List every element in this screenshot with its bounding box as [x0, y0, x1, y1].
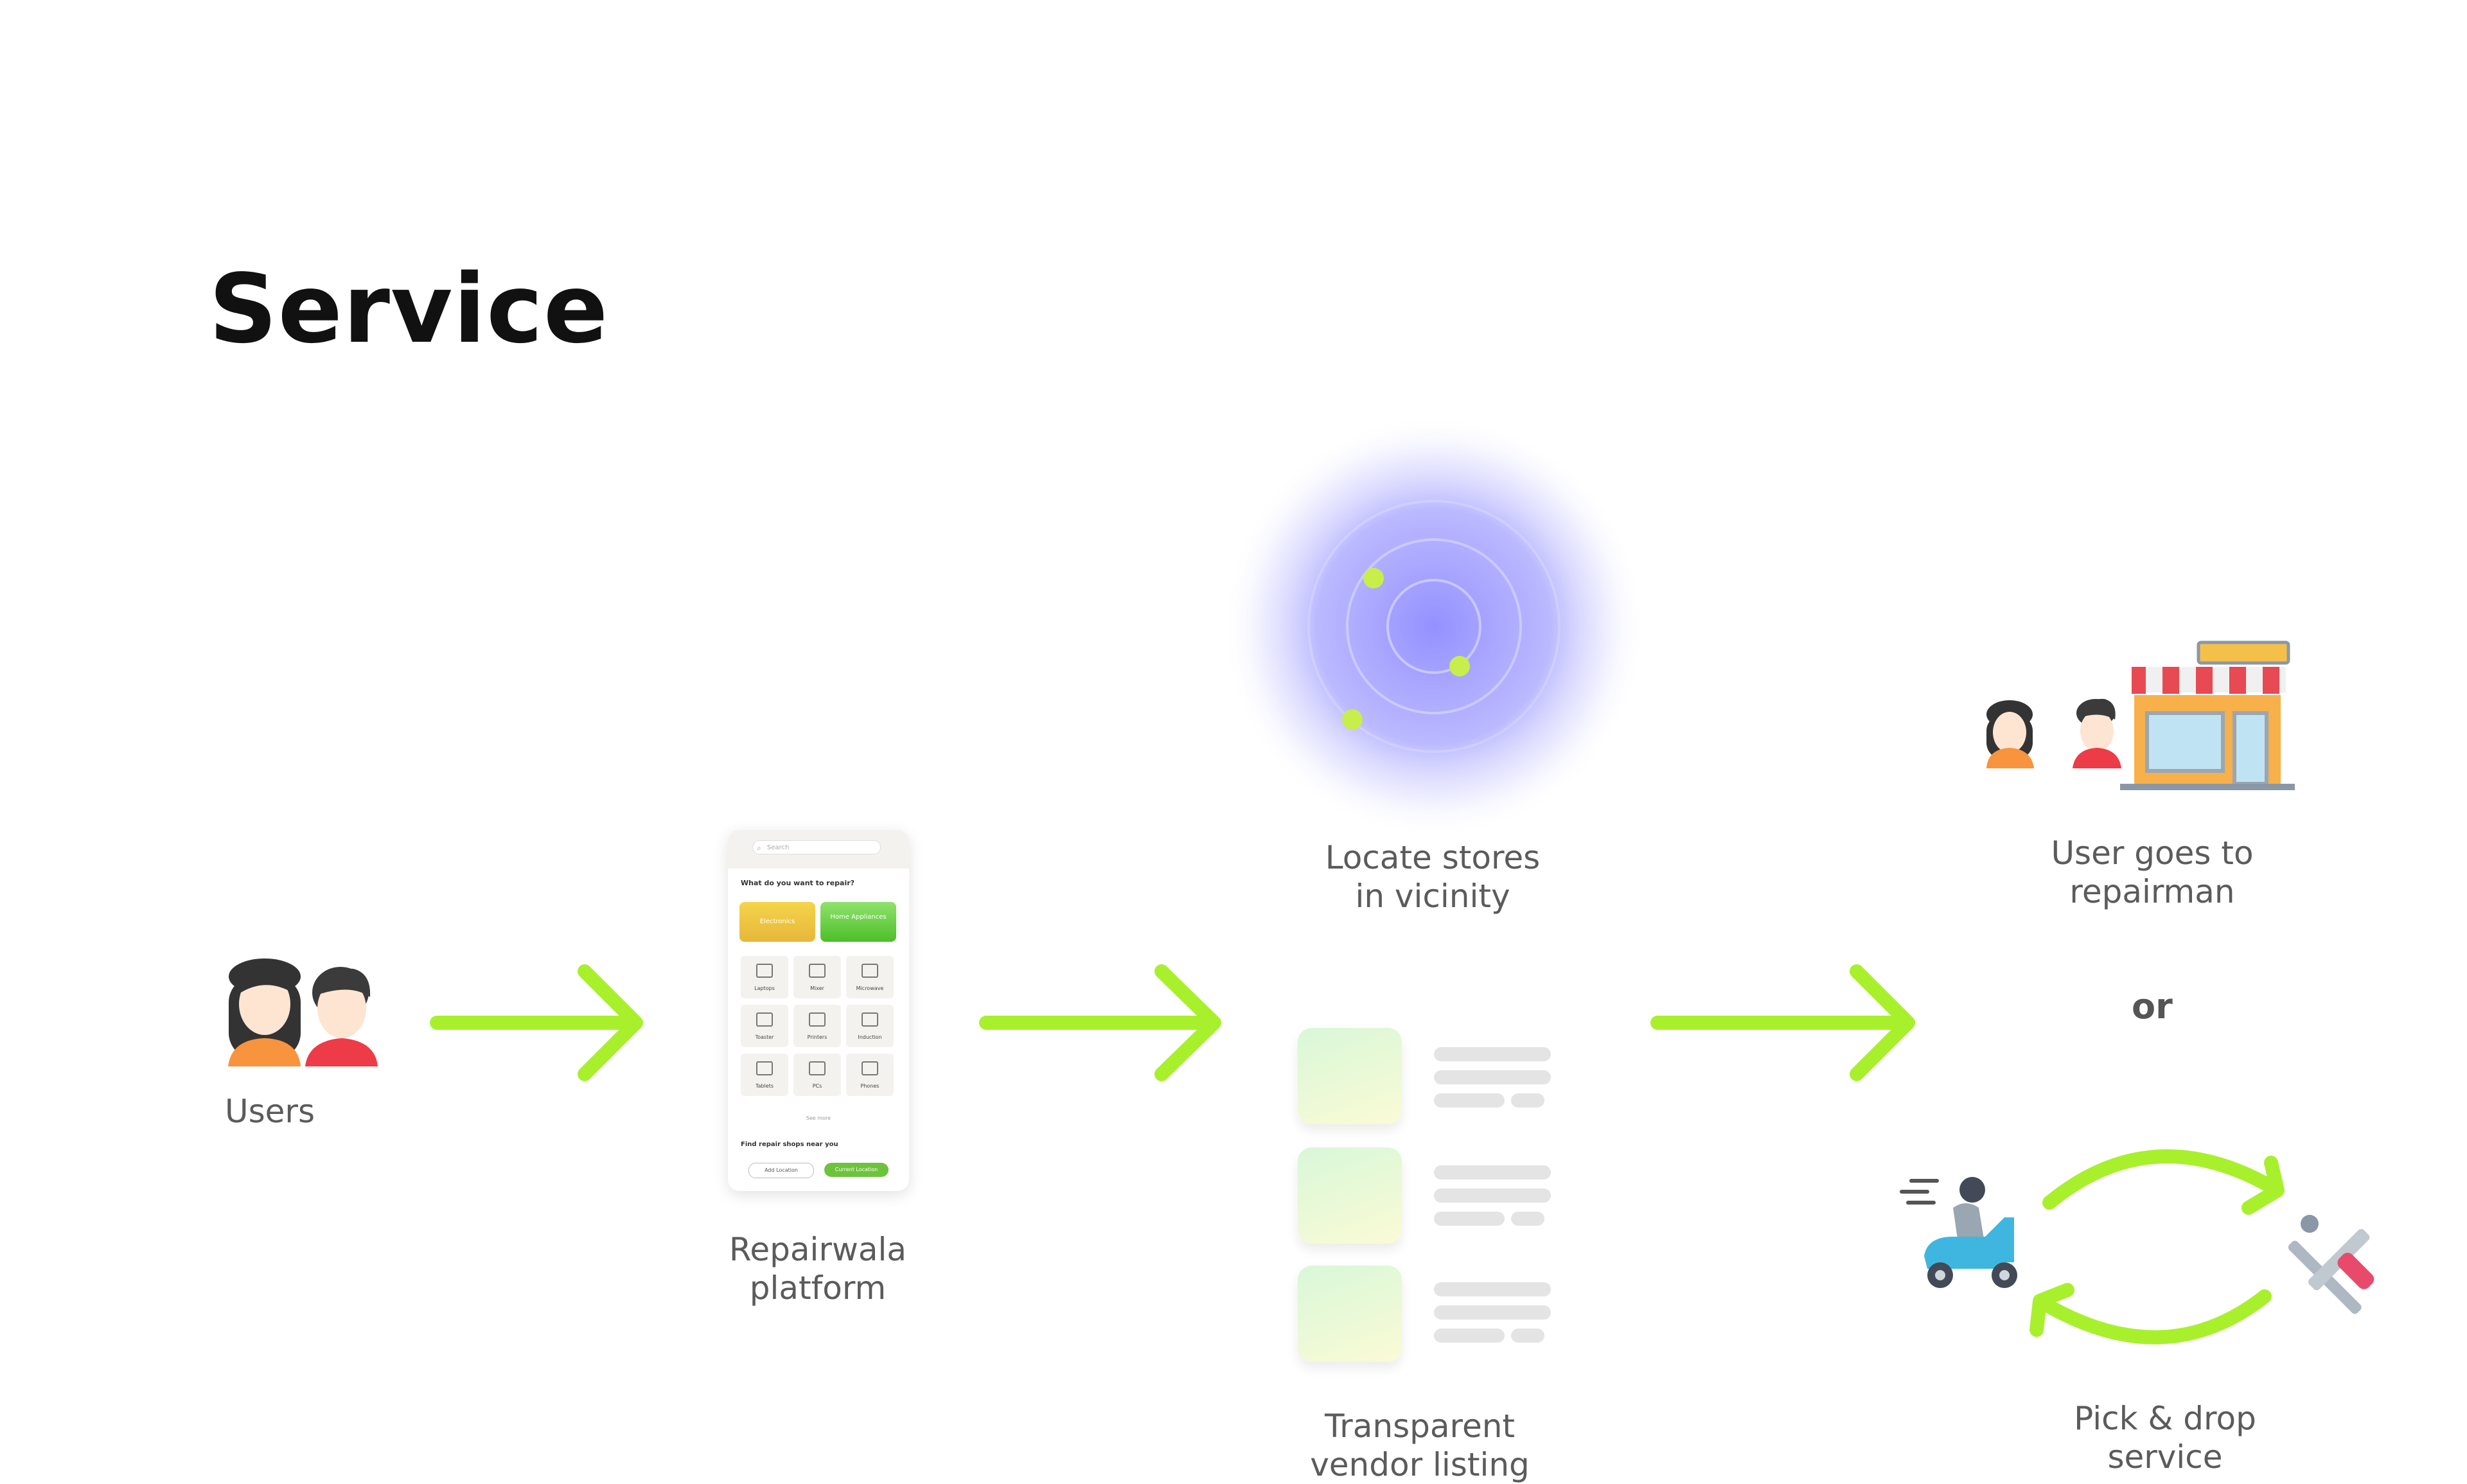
phone-header: Search: [728, 830, 909, 869]
vendor-line: [1434, 1047, 1551, 1061]
repairwala-phone-mockup: Search What do you want to repair? Elect…: [728, 830, 909, 1191]
current-location-button[interactable]: Current Location: [824, 1163, 889, 1177]
tools-icon: [2288, 1215, 2374, 1314]
grid-item[interactable]: Mixer: [793, 956, 841, 998]
grid-item[interactable]: Phones: [846, 1054, 894, 1096]
add-location-button[interactable]: Add Location: [748, 1163, 814, 1178]
platform-label: Repairwala platform: [729, 1231, 907, 1307]
vendor-line: [1434, 1305, 1551, 1320]
goes-label: User goes to repairman: [2051, 835, 2254, 910]
radar-graphic: [1222, 414, 1646, 838]
vendor-line: [1434, 1329, 1505, 1343]
grid-item[interactable]: Toaster: [741, 1005, 788, 1047]
store-dot: [1342, 709, 1363, 730]
vendor-card-thumb: [1298, 1266, 1402, 1362]
store-dot: [1363, 568, 1384, 588]
vendor-line: [1434, 1282, 1551, 1296]
grid-item[interactable]: Tablets: [741, 1054, 788, 1096]
cycle-arrows: [2029, 1149, 2285, 1345]
see-more-link[interactable]: See more: [806, 1115, 831, 1121]
grid-item[interactable]: PCs: [793, 1054, 841, 1096]
grid-item[interactable]: Laptops: [741, 956, 788, 998]
arrow-to-outcomes: [1650, 964, 1915, 1081]
grid-item[interactable]: Induction: [846, 1005, 894, 1047]
listing-label: Transparent vendor listing: [1310, 1408, 1530, 1483]
locate-label: Locate stores in vicinity: [1325, 839, 1541, 915]
arrow-platform-to-locate: [979, 964, 1221, 1081]
vendor-line: [1511, 1212, 1544, 1226]
category-home-appliances[interactable]: Home Appliances: [820, 902, 896, 942]
category-electronics[interactable]: Electronics: [739, 902, 815, 942]
users-icon: [228, 958, 378, 1066]
page-title: Service: [209, 254, 609, 364]
grid-item[interactable]: Microwave: [846, 956, 894, 998]
users-label: Users: [224, 1093, 315, 1130]
store-icon: [2120, 640, 2295, 790]
vendor-card-thumb: [1298, 1147, 1402, 1244]
vendor-card-thumb: [1298, 1028, 1402, 1124]
vendor-line: [1434, 1188, 1551, 1203]
person-pair-icon: [1986, 698, 2121, 768]
vendor-line: [1511, 1329, 1544, 1343]
vendor-line: [1434, 1070, 1551, 1084]
or-label: or: [2132, 986, 2173, 1027]
vendor-line: [1434, 1093, 1505, 1108]
find-shops-heading: Find repair shops near you: [741, 1141, 838, 1148]
scooter-delivery-icon: [1900, 1177, 2017, 1288]
vendor-line: [1511, 1093, 1544, 1108]
arrow-users-to-platform: [430, 964, 643, 1081]
pick-label: Pick & drop service: [2074, 1400, 2256, 1476]
phone-question: What do you want to repair?: [741, 879, 855, 887]
store-dot: [1449, 656, 1470, 676]
grid-item[interactable]: Printers: [793, 1005, 841, 1047]
vendor-line: [1434, 1212, 1505, 1226]
phone-search-input[interactable]: Search: [752, 840, 881, 855]
vendor-line: [1434, 1165, 1551, 1179]
